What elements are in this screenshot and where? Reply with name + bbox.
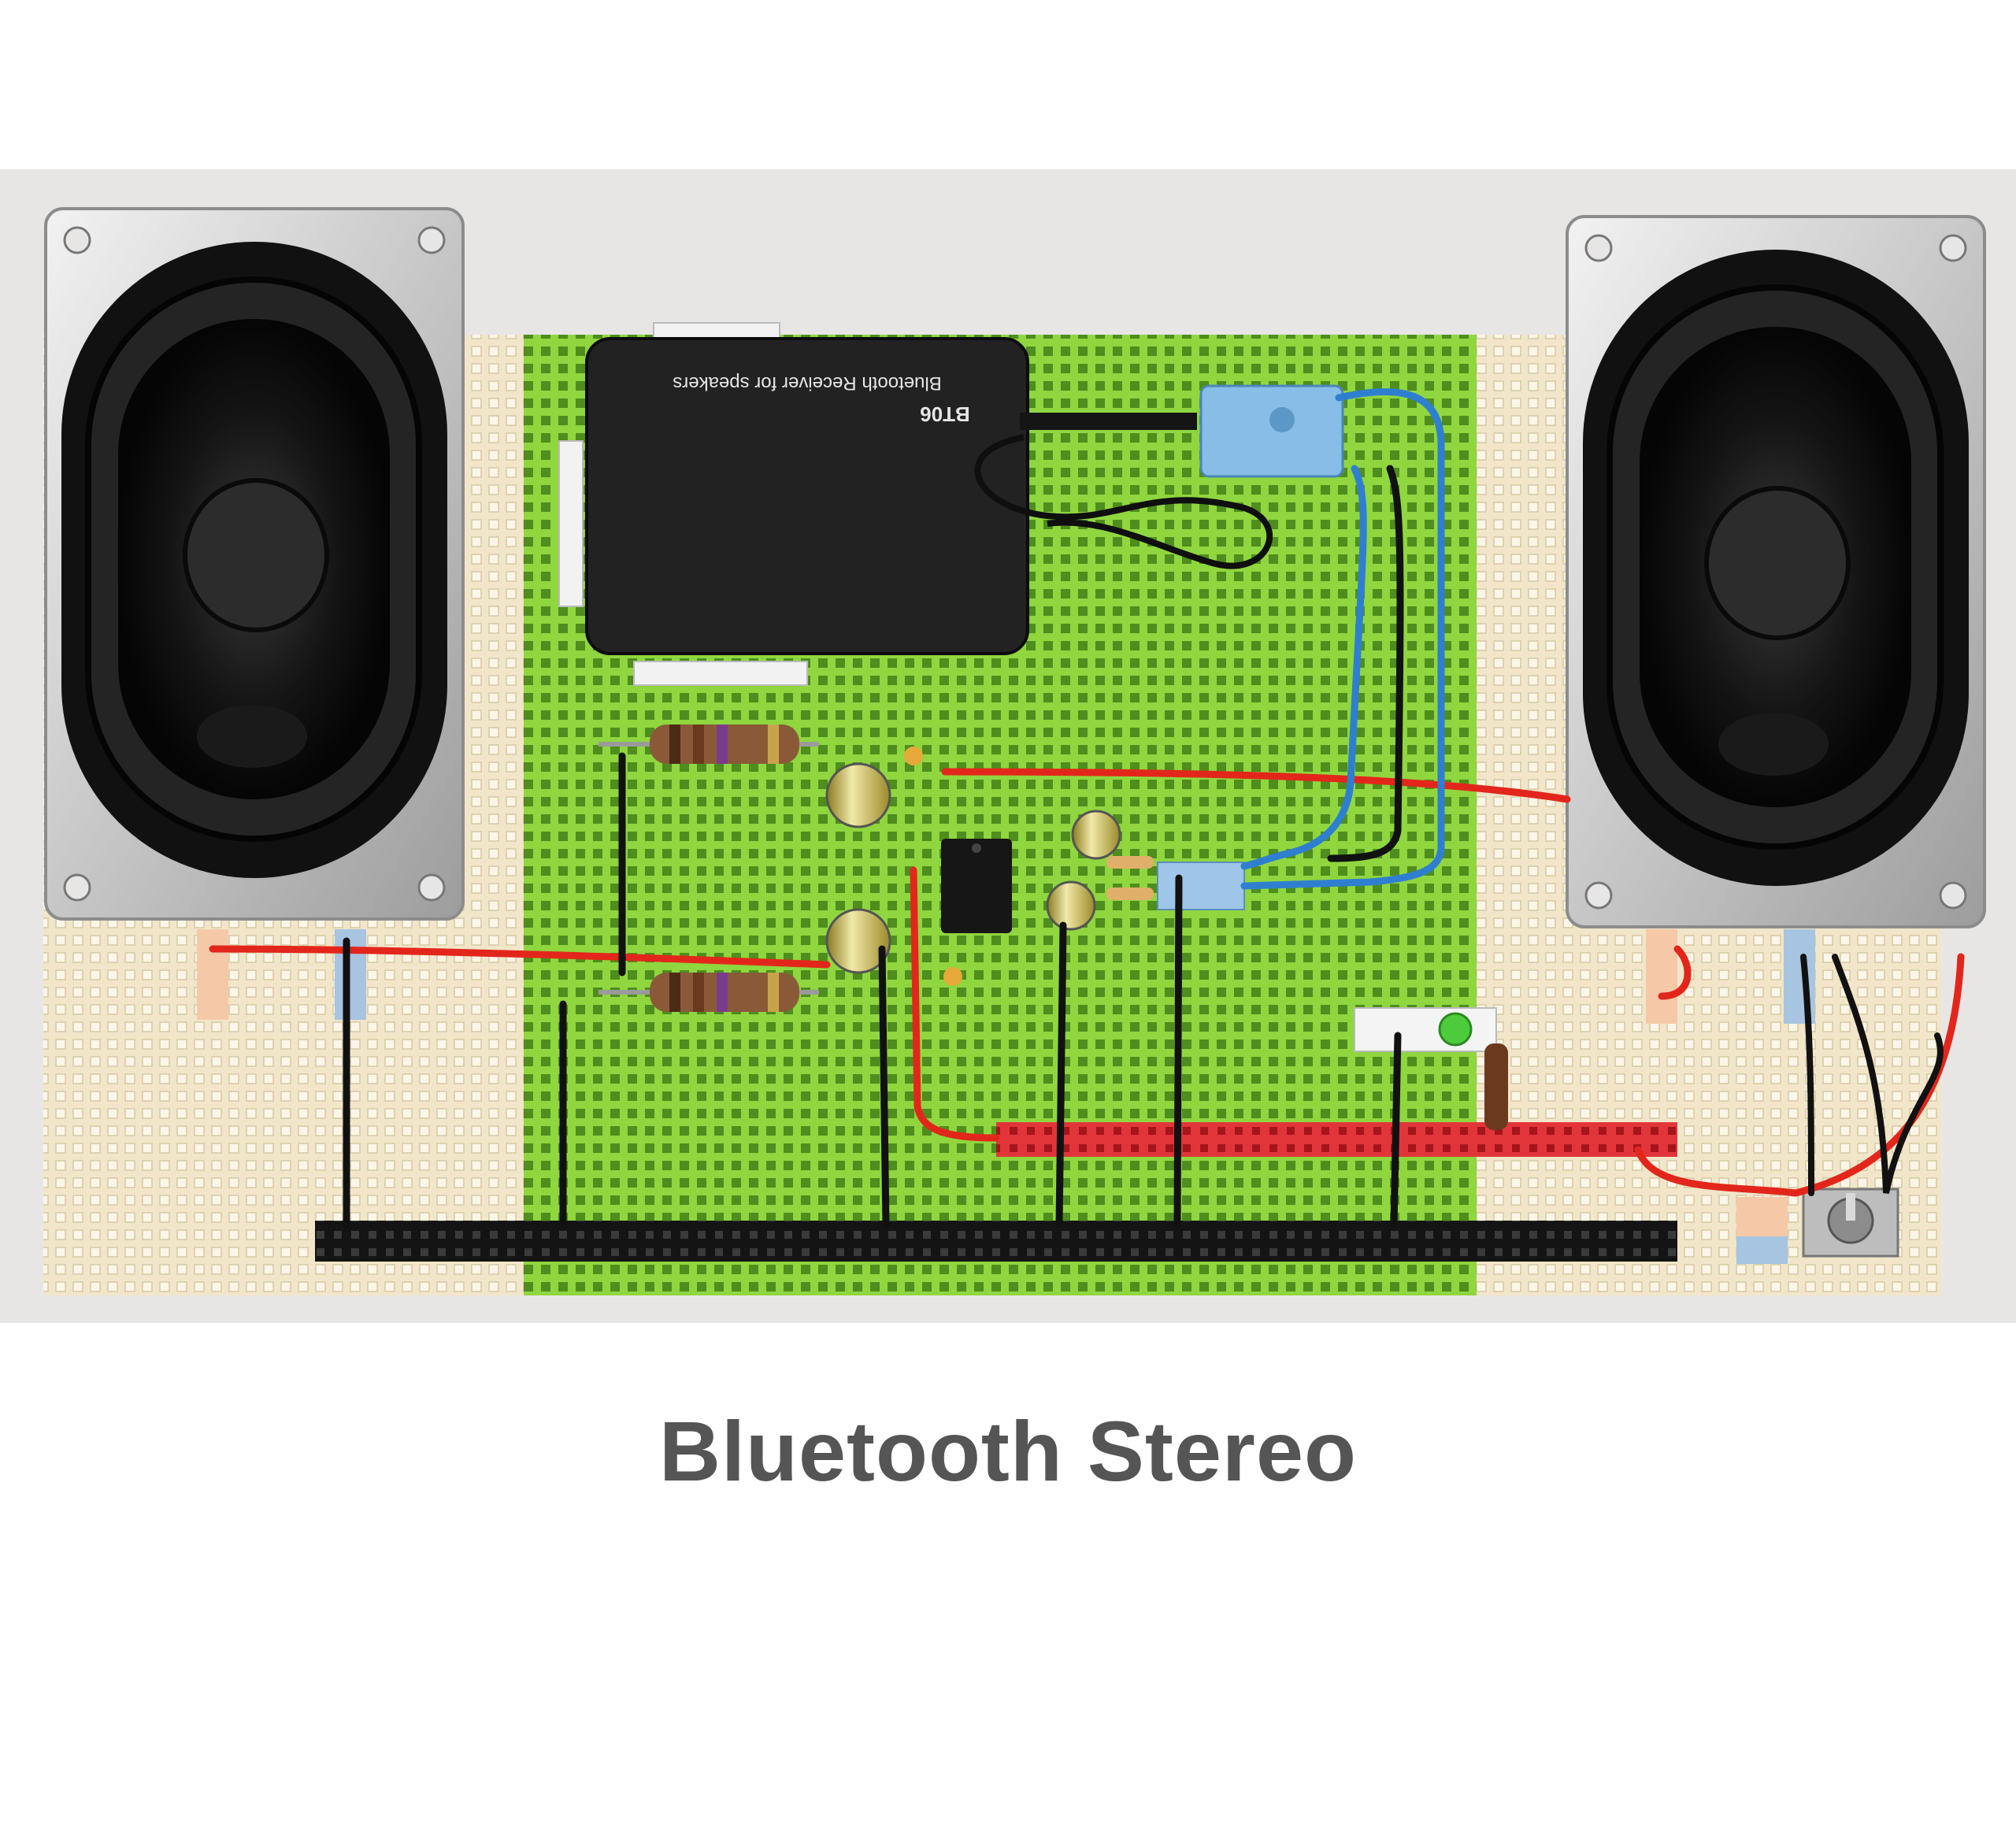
green-led	[1438, 1012, 1473, 1047]
red-wire-right-speaker	[941, 768, 1571, 803]
ceramic-cap-1	[904, 747, 923, 765]
blue-header	[1157, 862, 1245, 910]
socket-left	[558, 440, 584, 607]
right-speaker	[1566, 215, 1986, 928]
circuit-photo: Bluetooth Receiver for speakers BT06	[0, 169, 2016, 1323]
ceramic-cap-2	[943, 967, 962, 986]
capacitor-3	[1071, 810, 1121, 860]
amplifier-ic	[941, 839, 1012, 933]
led-socket	[1354, 1007, 1497, 1052]
red-wire-left-speaker	[209, 945, 831, 969]
bluetooth-receiver-module: Bluetooth Receiver for speakers BT06	[585, 337, 1029, 655]
jack-socket	[1199, 384, 1344, 478]
toggle-switch	[1802, 1188, 1899, 1258]
resistor-top	[598, 724, 819, 764]
caption-title: Bluetooth Stereo	[658, 1403, 1357, 1499]
capacitor-1	[825, 762, 891, 828]
red-header-strip	[996, 1122, 1677, 1157]
capacitor-4	[1046, 880, 1096, 931]
black-header-strip	[315, 1221, 1677, 1262]
module-model: BT06	[920, 402, 970, 426]
left-speaker	[44, 207, 465, 921]
capacitor-2	[825, 908, 891, 974]
led-resistor	[1484, 1043, 1508, 1130]
resistor-bottom	[598, 973, 819, 1012]
socket-bottom	[633, 661, 808, 686]
module-label: Bluetooth Receiver for speakers	[673, 372, 942, 394]
